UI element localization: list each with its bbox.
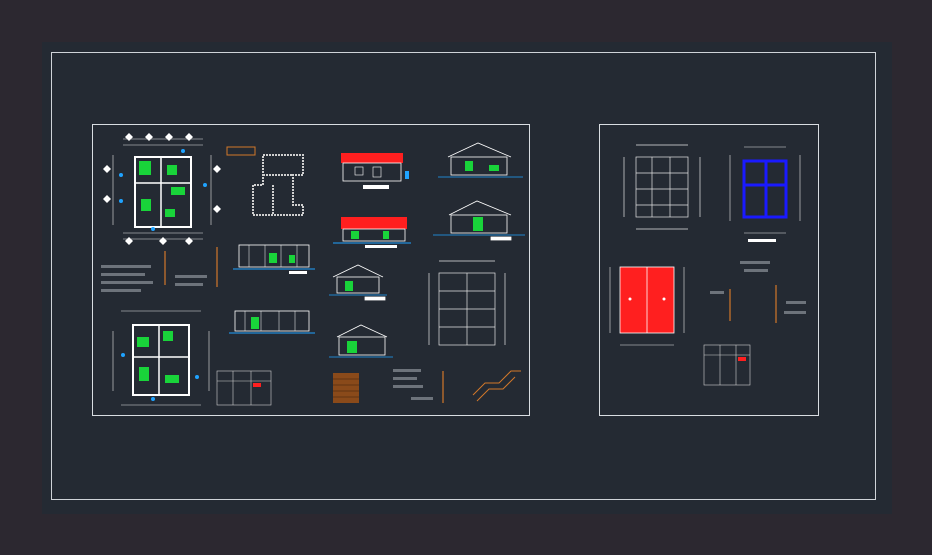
side-elevation-1[interactable]: [438, 142, 523, 178]
footing-details: [101, 265, 433, 400]
sheet-side-drawings: [609, 144, 806, 386]
footing-section[interactable]: [729, 285, 777, 323]
section-b[interactable]: [229, 310, 315, 334]
title-block-detail: [226, 146, 256, 156]
roof-framing-plan[interactable]: [428, 260, 506, 346]
drawing-sheet-side[interactable]: [599, 124, 819, 416]
layout-border: [51, 52, 876, 500]
roof-plan-red[interactable]: [609, 266, 685, 346]
column-details[interactable]: [164, 247, 444, 403]
cad-model-space[interactable]: [42, 42, 892, 514]
section-a[interactable]: [233, 244, 315, 274]
wall-detail-brown[interactable]: [333, 373, 359, 403]
gable-elevation-3[interactable]: [329, 264, 387, 301]
front-elevation-red[interactable]: [341, 153, 409, 189]
side-notes: [710, 261, 806, 314]
stair-detail[interactable]: [472, 370, 521, 402]
floor-plan-1[interactable]: [103, 133, 221, 245]
rear-elevation-red[interactable]: [333, 217, 411, 248]
gable-elevation-4[interactable]: [329, 324, 393, 358]
sheet-main-drawings: [101, 133, 525, 406]
foundation-plan[interactable]: [252, 154, 304, 216]
drawing-sheet-main[interactable]: [92, 124, 530, 416]
column-plan-blue[interactable]: [729, 146, 801, 242]
schedule-table[interactable]: [703, 344, 751, 386]
foundation-grid[interactable]: [623, 144, 701, 230]
legend-table[interactable]: [216, 370, 272, 406]
side-elevation-2[interactable]: [433, 200, 525, 241]
floor-plan-2[interactable]: [112, 310, 210, 406]
